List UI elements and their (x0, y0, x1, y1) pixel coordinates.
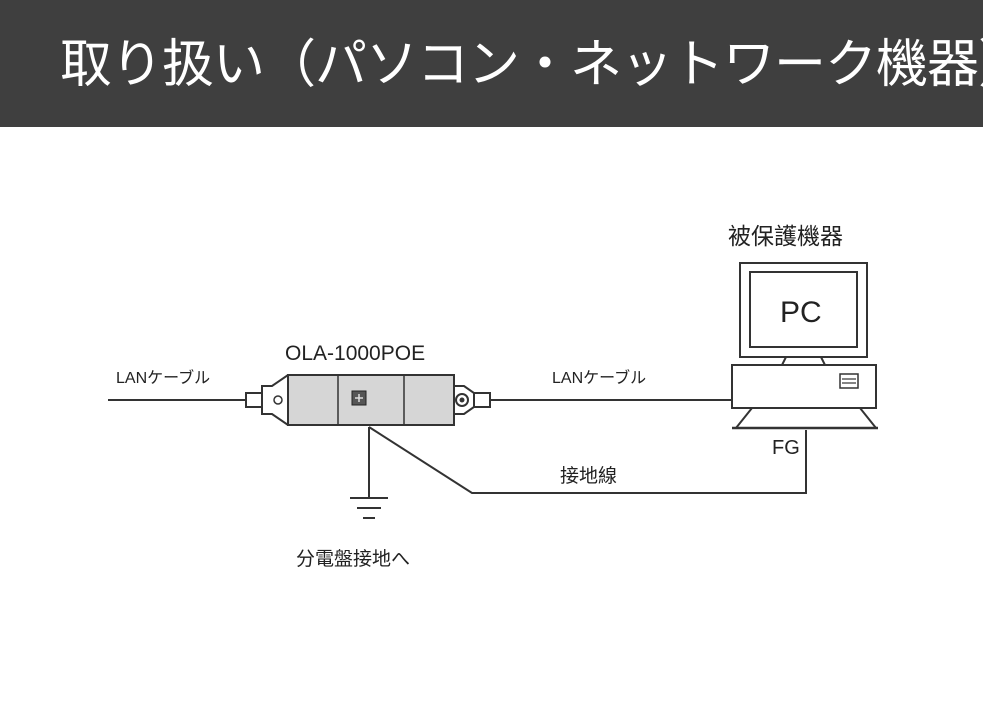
left-lan-cable-label: LANケーブル (116, 368, 210, 387)
earth-ground-icon (350, 497, 388, 519)
device-model-label: OLA-1000POE (285, 342, 425, 365)
protected-device-label: 被保護機器 (728, 223, 843, 249)
left-connector (245, 392, 263, 408)
drive-slot-icon (839, 373, 859, 389)
ground-wire-line (368, 426, 807, 494)
right-lan-cable-label: LANケーブル (552, 368, 646, 387)
pc-label: PC (780, 296, 822, 329)
ground-wire-label: 接地線 (560, 465, 617, 487)
title-bar: 取り扱い（パソコン・ネットワーク機器） (0, 0, 983, 127)
panel-ground-label: 分電盤接地へ (296, 548, 410, 570)
left-screw-icon (273, 395, 283, 405)
surge-protector (261, 374, 475, 426)
fg-label: FG (772, 437, 800, 459)
page-title: 取り扱い（パソコン・ネットワーク機器） (60, 35, 983, 95)
right-connector (473, 392, 491, 408)
pc-icon (731, 262, 879, 430)
